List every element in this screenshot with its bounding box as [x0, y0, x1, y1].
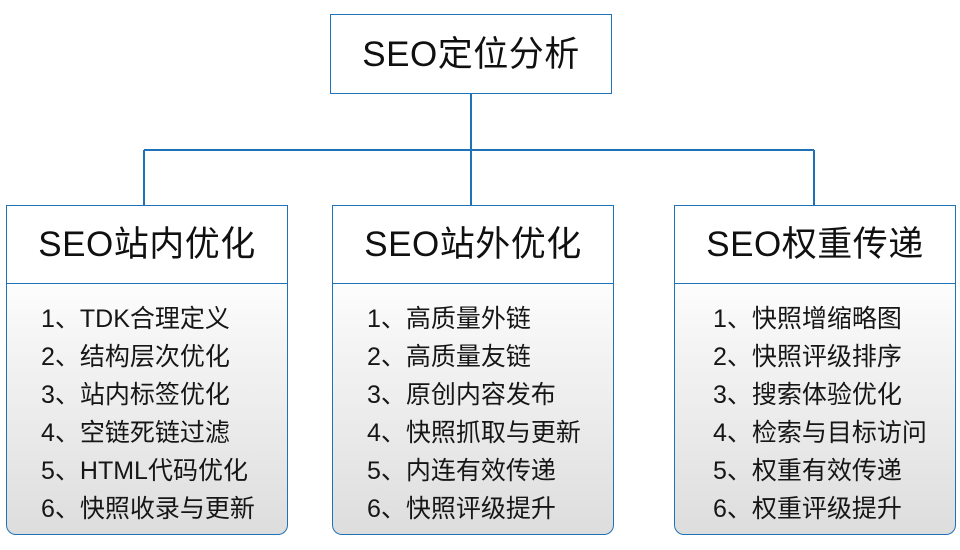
list-item: 6、快照评级提升	[367, 490, 556, 528]
list-item: 4、快照抓取与更新	[367, 414, 581, 452]
list-item-index: 4、	[367, 419, 406, 447]
branch-header-label: SEO站内优化	[38, 225, 256, 264]
list-item-index: 3、	[367, 381, 406, 409]
list-item-label: 权重评级提升	[751, 495, 902, 523]
list-item-index: 3、	[713, 381, 752, 409]
list-item-label: 快照增缩略图	[751, 305, 902, 333]
list-item-label: 原创内容发布	[405, 381, 556, 409]
branch-column-off-site[interactable]: SEO站外优化 1、高质量外链 2、高质量友链 3、原创内容发布 4、快照抓取与…	[332, 205, 614, 535]
list-item: 2、高质量友链	[367, 338, 531, 376]
list-item-index: 5、	[41, 457, 80, 485]
list-item-index: 4、	[713, 419, 752, 447]
list-item: 5、HTML代码优化	[41, 452, 248, 490]
list-item-index: 2、	[367, 343, 406, 371]
list-item: 3、搜索体验优化	[713, 376, 902, 414]
list-item-index: 5、	[367, 457, 406, 485]
branch-header-label: SEO站外优化	[364, 225, 582, 264]
list-item-index: 2、	[713, 343, 752, 371]
branch-body-off-site: 1、高质量外链 2、高质量友链 3、原创内容发布 4、快照抓取与更新 5、内连有…	[332, 284, 614, 535]
list-item-index: 1、	[41, 305, 80, 333]
branch-body-on-site: 1、TDK合理定义 2、结构层次优化 3、站内标签优化 4、空链死链过滤 5、H…	[6, 284, 288, 535]
list-item-label: 站内标签优化	[79, 381, 230, 409]
list-item: 4、检索与目标访问	[713, 414, 927, 452]
list-item-index: 4、	[41, 419, 80, 447]
list-item: 4、空链死链过滤	[41, 414, 230, 452]
list-item-index: 6、	[367, 495, 406, 523]
list-item-label: 高质量友链	[405, 343, 531, 371]
list-item-label: 快照评级提升	[405, 495, 556, 523]
list-item-index: 5、	[713, 457, 752, 485]
list-item: 6、快照收录与更新	[41, 490, 255, 528]
list-item-label: 快照评级排序	[751, 343, 902, 371]
list-item: 2、结构层次优化	[41, 338, 230, 376]
branch-column-weight-transfer[interactable]: SEO权重传递 1、快照增缩略图 2、快照评级排序 3、搜索体验优化 4、检索与…	[674, 205, 956, 535]
list-item-label: HTML代码优化	[79, 457, 248, 485]
list-item-label: 内连有效传递	[405, 457, 556, 485]
list-item: 3、原创内容发布	[367, 376, 556, 414]
list-item-index: 1、	[367, 305, 406, 333]
list-item: 3、站内标签优化	[41, 376, 230, 414]
list-item: 1、快照增缩略图	[713, 300, 902, 338]
list-item-index: 2、	[41, 343, 80, 371]
list-item-label: 高质量外链	[405, 305, 531, 333]
list-item-label: 快照抓取与更新	[405, 419, 581, 447]
list-item: 6、权重评级提升	[713, 490, 902, 528]
list-item: 5、权重有效传递	[713, 452, 902, 490]
list-item: 1、高质量外链	[367, 300, 531, 338]
branch-header-on-site[interactable]: SEO站内优化	[6, 205, 288, 284]
branch-header-off-site[interactable]: SEO站外优化	[332, 205, 614, 284]
list-item-label: 快照收录与更新	[79, 495, 255, 523]
list-item-label: 检索与目标访问	[751, 419, 927, 447]
list-item-index: 1、	[713, 305, 752, 333]
list-item-index: 6、	[41, 495, 80, 523]
list-item-index: 3、	[41, 381, 80, 409]
list-item: 1、TDK合理定义	[41, 300, 230, 338]
root-node-label: SEO定位分析	[362, 34, 580, 74]
branch-body-weight-transfer: 1、快照增缩略图 2、快照评级排序 3、搜索体验优化 4、检索与目标访问 5、权…	[674, 284, 956, 535]
root-node[interactable]: SEO定位分析	[330, 14, 612, 94]
list-item: 5、内连有效传递	[367, 452, 556, 490]
branch-header-label: SEO权重传递	[706, 225, 924, 264]
branch-header-weight-transfer[interactable]: SEO权重传递	[674, 205, 956, 284]
list-item-label: TDK合理定义	[79, 305, 230, 333]
list-item-index: 6、	[713, 495, 752, 523]
branch-column-on-site[interactable]: SEO站内优化 1、TDK合理定义 2、结构层次优化 3、站内标签优化 4、空链…	[6, 205, 288, 535]
list-item: 2、快照评级排序	[713, 338, 902, 376]
list-item-label: 空链死链过滤	[79, 419, 230, 447]
list-item-label: 结构层次优化	[79, 343, 230, 371]
list-item-label: 权重有效传递	[751, 457, 902, 485]
list-item-label: 搜索体验优化	[751, 381, 902, 409]
